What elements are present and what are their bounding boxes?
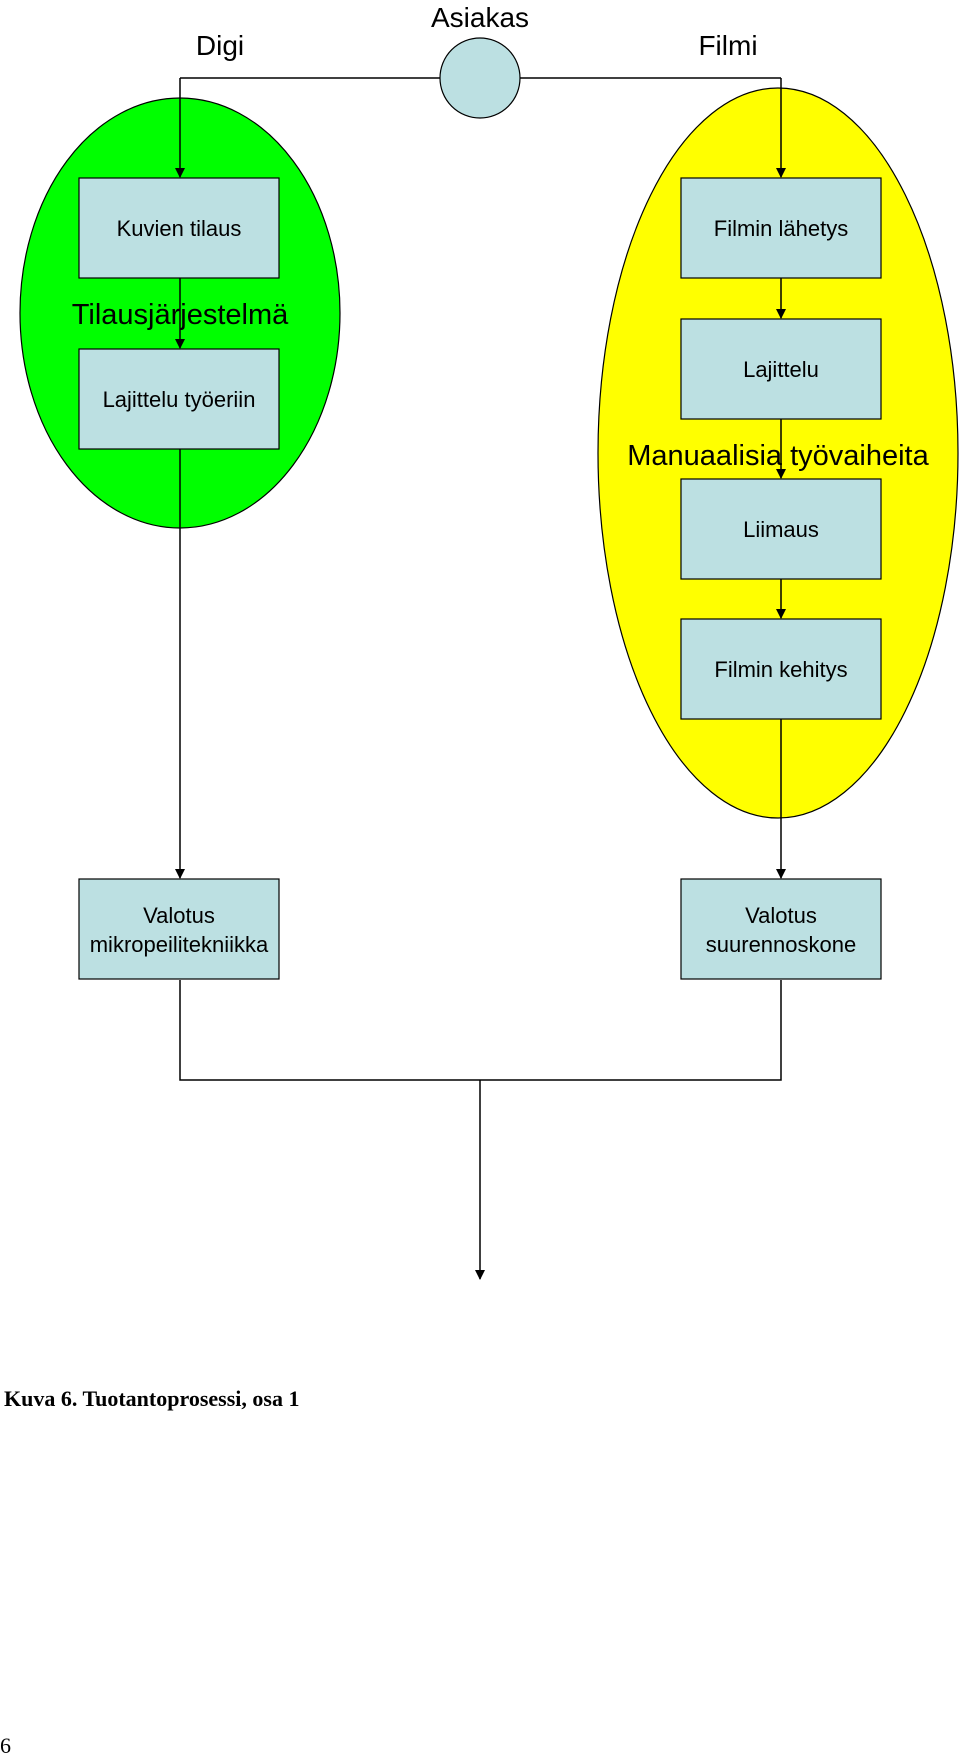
box-filmin-lahetys [680, 177, 882, 279]
label-digi: Digi [196, 30, 244, 61]
label-lajittelu: Lajittelu [743, 357, 819, 382]
box-valotus-mikro [78, 878, 280, 980]
merge-line [179, 980, 782, 1081]
label-valotus-mikro-line2: mikropeilitekniikka [90, 932, 269, 957]
box-filmin-kehitys [680, 618, 882, 720]
label-filmin-lahetys: Filmin lähetys [714, 216, 848, 241]
label-asiakas: Asiakas [431, 2, 529, 33]
label-tilausjarjestelma: Tilausjärjestelmä [72, 299, 289, 331]
label-valotus-mikro-line1: Valotus [143, 903, 215, 928]
box-lajittelu [680, 318, 882, 420]
label-liimaus: Liimaus [743, 517, 819, 542]
box-valotus-suurennos [680, 878, 882, 980]
page-number: 6 [0, 1733, 11, 1758]
asiakas-circle [439, 37, 521, 119]
label-valotus-suurennos-line1: Valotus [745, 903, 817, 928]
box-lajittelu-tyoeriin [78, 348, 280, 450]
label-filmi: Filmi [698, 30, 757, 61]
label-filmin-kehitys: Filmin kehitys [714, 657, 847, 682]
box-liimaus [680, 478, 882, 580]
label-kuvien-tilaus: Kuvien tilaus [117, 216, 242, 241]
box-kuvien-tilaus [78, 177, 280, 279]
figure-caption: Kuva 6. Tuotantoprosessi, osa 1 [4, 1386, 300, 1411]
label-valotus-suurennos-line2: suurennoskone [706, 932, 856, 957]
label-manuaalisia-tyovaiheita: Manuaalisia työvaiheita [627, 440, 929, 472]
label-lajittelu-tyoeriin: Lajittelu työeriin [103, 387, 256, 412]
